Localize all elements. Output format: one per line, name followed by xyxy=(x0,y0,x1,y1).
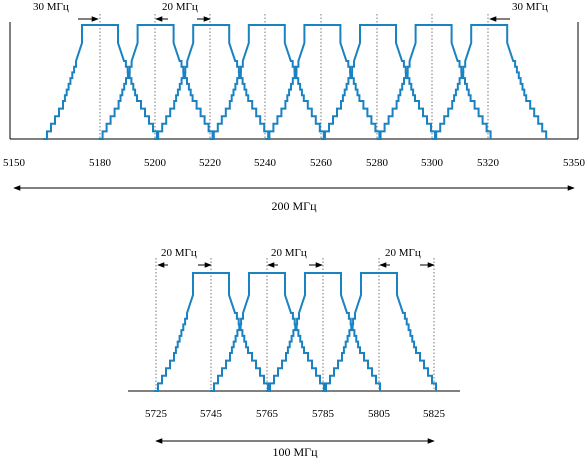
tick-5300: 5300 xyxy=(421,157,444,169)
bottom-channel-masks xyxy=(154,272,437,392)
tick-5200: 5200 xyxy=(144,157,167,169)
tick-5805: 5805 xyxy=(368,408,391,420)
top-channel-masks xyxy=(43,24,548,140)
tick-5320: 5320 xyxy=(477,157,500,169)
tick-5260: 5260 xyxy=(310,157,333,169)
top-channel-mask-4 xyxy=(209,24,325,140)
top-span-label: 200 МГц xyxy=(271,199,317,213)
tick-5220: 5220 xyxy=(199,157,222,169)
top-channel-mask-1 xyxy=(43,24,158,140)
tick-5725: 5725 xyxy=(145,408,168,420)
top-channel-mask-2 xyxy=(98,24,214,140)
tick-5150: 5150 xyxy=(3,157,26,169)
top-band: 5150 5180 5200 5220 5240 5260 5280 5300 … xyxy=(3,1,586,213)
bottom-spacing-label-2: 20 МГц xyxy=(271,247,307,259)
bottom-channel-mask-1 xyxy=(154,272,269,392)
bottom-band: 5725 5745 5765 5785 5805 5825 20 МГц 20 … xyxy=(128,247,460,458)
top-edge-left-label: 30 МГц xyxy=(33,1,69,13)
top-channel-mask-6 xyxy=(321,24,436,140)
tick-5240: 5240 xyxy=(254,157,277,169)
bottom-guide-lines xyxy=(155,258,435,391)
top-channel-mask-8 xyxy=(432,24,548,140)
bottom-span-label: 100 МГц xyxy=(272,445,318,458)
bottom-spacing-label-3: 20 МГц xyxy=(385,247,421,259)
top-channel-mask-5 xyxy=(265,24,381,140)
tick-5785: 5785 xyxy=(312,408,335,420)
top-spacing-label: 20 МГц xyxy=(162,1,198,13)
tick-5280: 5280 xyxy=(366,157,389,169)
top-channel-mask-3 xyxy=(154,24,270,140)
bottom-channel-mask-3 xyxy=(266,272,381,392)
top-edge-right-label: 30 МГц xyxy=(512,1,548,13)
bottom-spacing-label-1: 20 МГц xyxy=(161,247,197,259)
bottom-channel-mask-2 xyxy=(210,272,325,392)
top-channel-mask-7 xyxy=(376,24,492,140)
tick-5825: 5825 xyxy=(423,408,446,420)
tick-5180: 5180 xyxy=(89,157,112,169)
tick-5350: 5350 xyxy=(563,157,586,169)
bottom-channel-mask-4 xyxy=(322,272,437,392)
tick-5745: 5745 xyxy=(200,408,223,420)
tick-5765: 5765 xyxy=(256,408,279,420)
